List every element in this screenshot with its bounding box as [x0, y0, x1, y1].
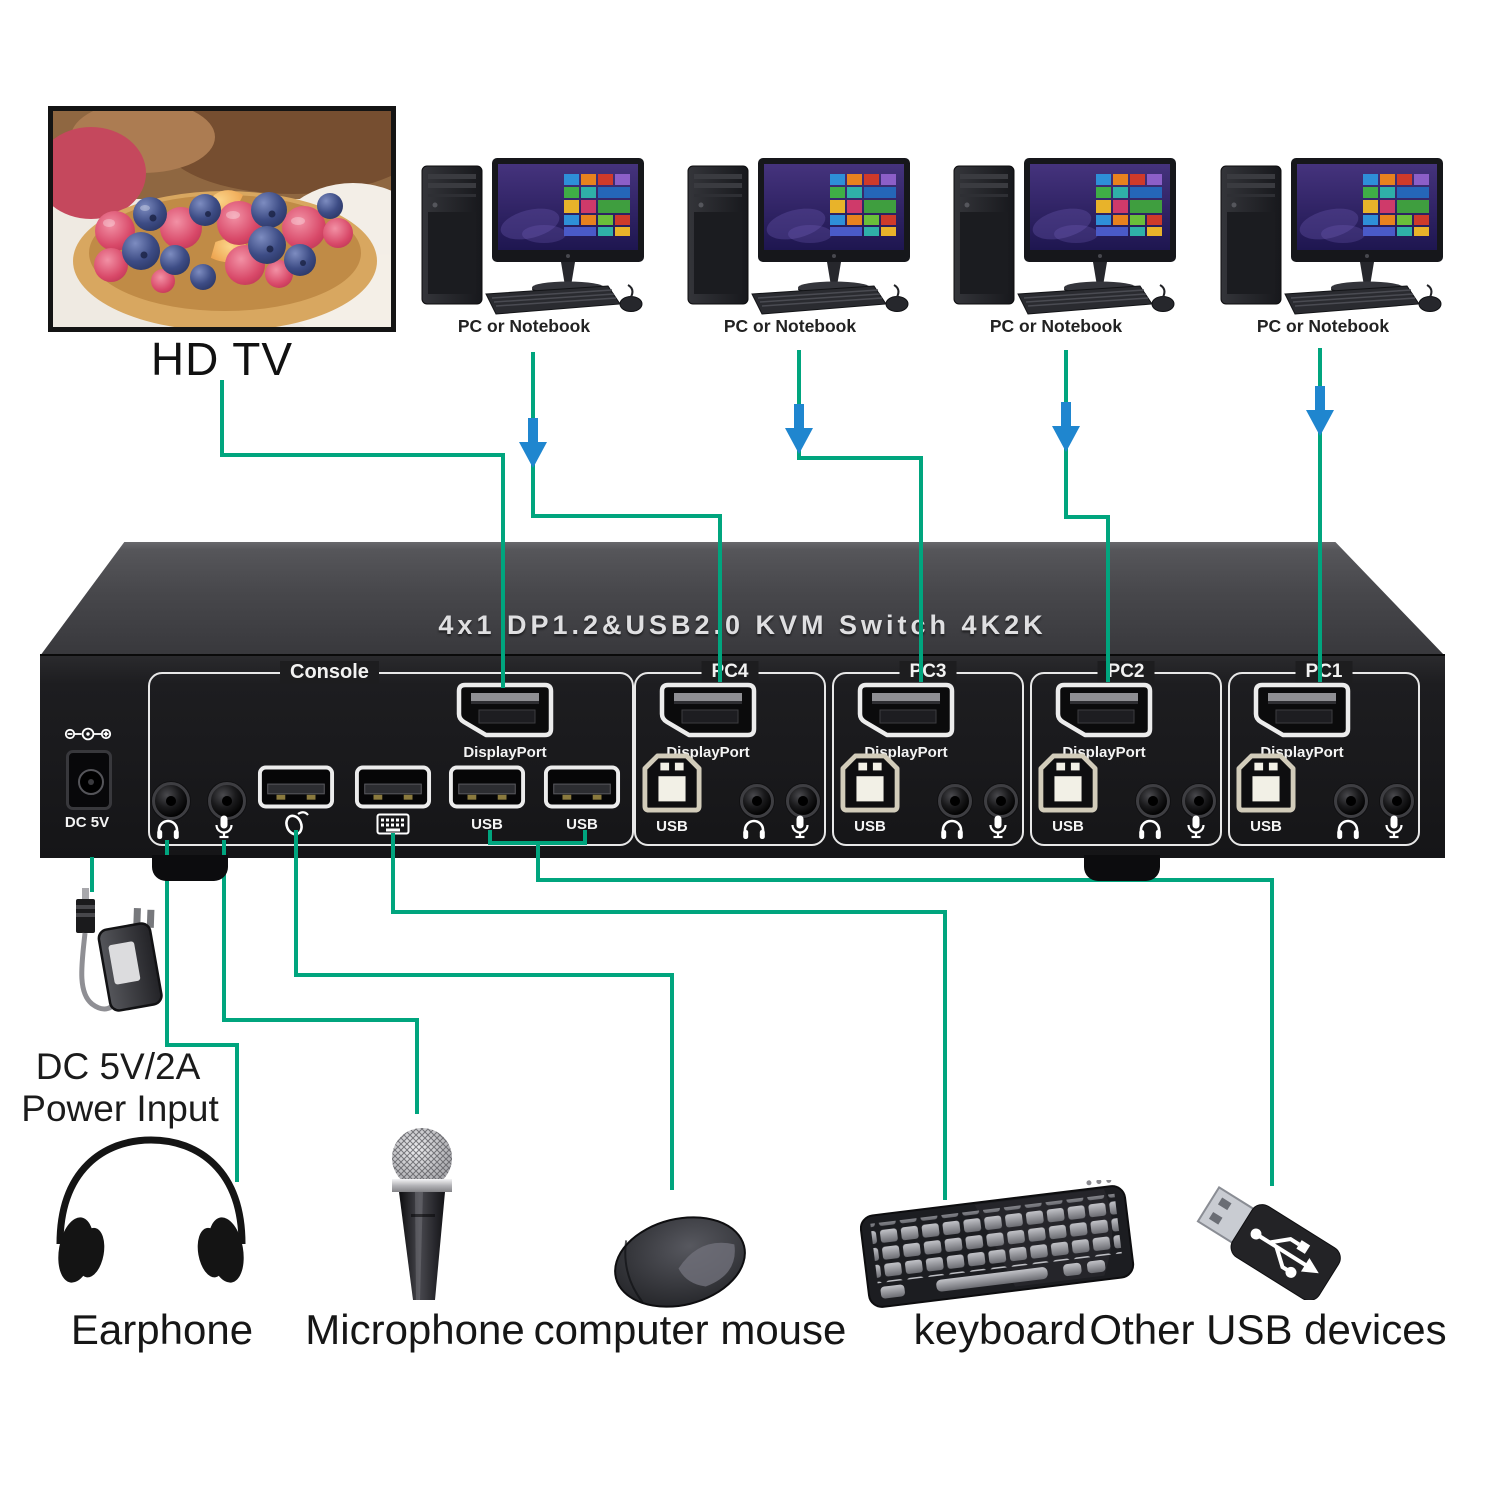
- computer-mouse-illustration: [614, 1216, 746, 1308]
- fruit-cluster: [94, 190, 353, 293]
- console-usb-port-2: [543, 764, 621, 810]
- pc3-section-label: PC3: [899, 661, 957, 683]
- headphone-icon: [1335, 816, 1361, 840]
- dc-power-label: DC 5V: [64, 814, 110, 831]
- pc2-displayport: [1054, 682, 1154, 738]
- pc-label-2: PC or Notebook: [723, 316, 857, 336]
- hdtv-screen-image: [36, 84, 441, 339]
- usb-flash-drive-illustration: [1196, 1185, 1341, 1300]
- pc2-usb-label: USB: [1052, 818, 1084, 835]
- headphone-icon: [939, 816, 965, 840]
- keyboard-illustration: [860, 1180, 1135, 1308]
- power-input-label-line1: DC 5V/2A: [35, 1046, 201, 1087]
- pc3-displayport: [856, 682, 956, 738]
- keyboard-icon: [376, 813, 410, 835]
- console-usb-keyboard-port: [354, 764, 432, 810]
- kvm-title: 4x1 DP1.2&USB2.0 KVM Switch 4K2K: [438, 610, 1047, 640]
- line-console-to-mouse: [294, 830, 674, 1190]
- hdtv-label: HD TV: [150, 333, 294, 385]
- pc1-usb-label: USB: [1250, 818, 1282, 835]
- dc-power-jack: [66, 750, 112, 810]
- earphone-label: Earphone: [70, 1306, 254, 1353]
- pc4-section-label: PC4: [701, 661, 759, 683]
- pc1-headphone-jack: [1334, 784, 1368, 818]
- other-usb-devices-label: Other USB devices: [1089, 1306, 1447, 1353]
- pc4-usb-b-port: [642, 752, 702, 814]
- microphone-icon: [787, 814, 813, 840]
- line-console-to-usb-devices: [488, 830, 1274, 1186]
- mouse-icon: [281, 810, 311, 836]
- pc3-usb-label: USB: [854, 818, 886, 835]
- pc-illustration-1: [412, 152, 652, 322]
- console-mic-jack: [208, 782, 246, 820]
- microphone-illustration: [392, 1128, 452, 1300]
- headphone-icon: [155, 816, 181, 840]
- pc2-usb-b-port: [1038, 752, 1098, 814]
- pc-label-4: PC or Notebook: [1256, 316, 1390, 336]
- pc2-mic-jack: [1182, 784, 1216, 818]
- microphone-icon: [1183, 814, 1209, 840]
- keyboard-label: keyboard: [913, 1306, 1087, 1353]
- console-usb-label-2: USB: [566, 816, 598, 833]
- console-displayport: [455, 682, 555, 738]
- console-usb-port-1: [448, 764, 526, 810]
- microphone-icon: [211, 814, 237, 840]
- down-arrow: [785, 404, 813, 454]
- pc-illustration-4: [1211, 152, 1451, 322]
- pc1-displayport: [1252, 682, 1352, 738]
- microphone-icon: [1381, 814, 1407, 840]
- pc-illustration-2: [678, 152, 918, 322]
- power-adapter-illustration: [76, 888, 163, 1012]
- pc1-usb-b-port: [1236, 752, 1296, 814]
- pc3-mic-jack: [984, 784, 1018, 818]
- pc4-mic-jack: [786, 784, 820, 818]
- pc4-displayport: [658, 682, 758, 738]
- line-console-to-keyboard: [391, 833, 947, 1200]
- console-usb-mouse-port: [257, 764, 335, 810]
- earphone-illustration: [56, 1136, 246, 1283]
- down-arrow: [1052, 402, 1080, 452]
- down-arrow: [1306, 386, 1334, 436]
- pc1-section-label: PC1: [1295, 661, 1353, 683]
- pc1-section: PC1: [1228, 661, 1420, 846]
- down-arrow: [519, 418, 547, 468]
- console-section-label: Console: [280, 661, 379, 684]
- pc1-mic-jack: [1380, 784, 1414, 818]
- computer-mouse-label: computer mouse: [533, 1306, 847, 1353]
- pc3-headphone-jack: [938, 784, 972, 818]
- pc4-usb-label: USB: [656, 818, 688, 835]
- line-console-to-microphone: [222, 840, 419, 1114]
- headphone-icon: [741, 816, 767, 840]
- headphone-icon: [1137, 816, 1163, 840]
- pc-label-3: PC or Notebook: [989, 316, 1123, 336]
- dc-polarity-icon: [64, 724, 114, 744]
- pc3-usb-b-port: [840, 752, 900, 814]
- device-foot: [152, 855, 228, 881]
- pc-label-1: PC or Notebook: [457, 316, 591, 336]
- device-foot: [1084, 855, 1160, 881]
- pc2-section-label: PC2: [1097, 661, 1155, 683]
- pc4-headphone-jack: [740, 784, 774, 818]
- pc2-headphone-jack: [1136, 784, 1170, 818]
- microphone-icon: [985, 814, 1011, 840]
- pc-illustration-3: [944, 152, 1184, 322]
- down-arrows: [519, 386, 1334, 468]
- console-displayport-label: DisplayPort: [463, 744, 547, 761]
- console-headphone-jack: [152, 782, 190, 820]
- line-console-to-earphone: [165, 840, 239, 1182]
- power-input-label-line2: Power Input: [21, 1088, 219, 1129]
- console-usb-label-1: USB: [471, 816, 503, 833]
- hdtv-monitor: [36, 84, 441, 339]
- microphone-label: Microphone: [305, 1306, 525, 1353]
